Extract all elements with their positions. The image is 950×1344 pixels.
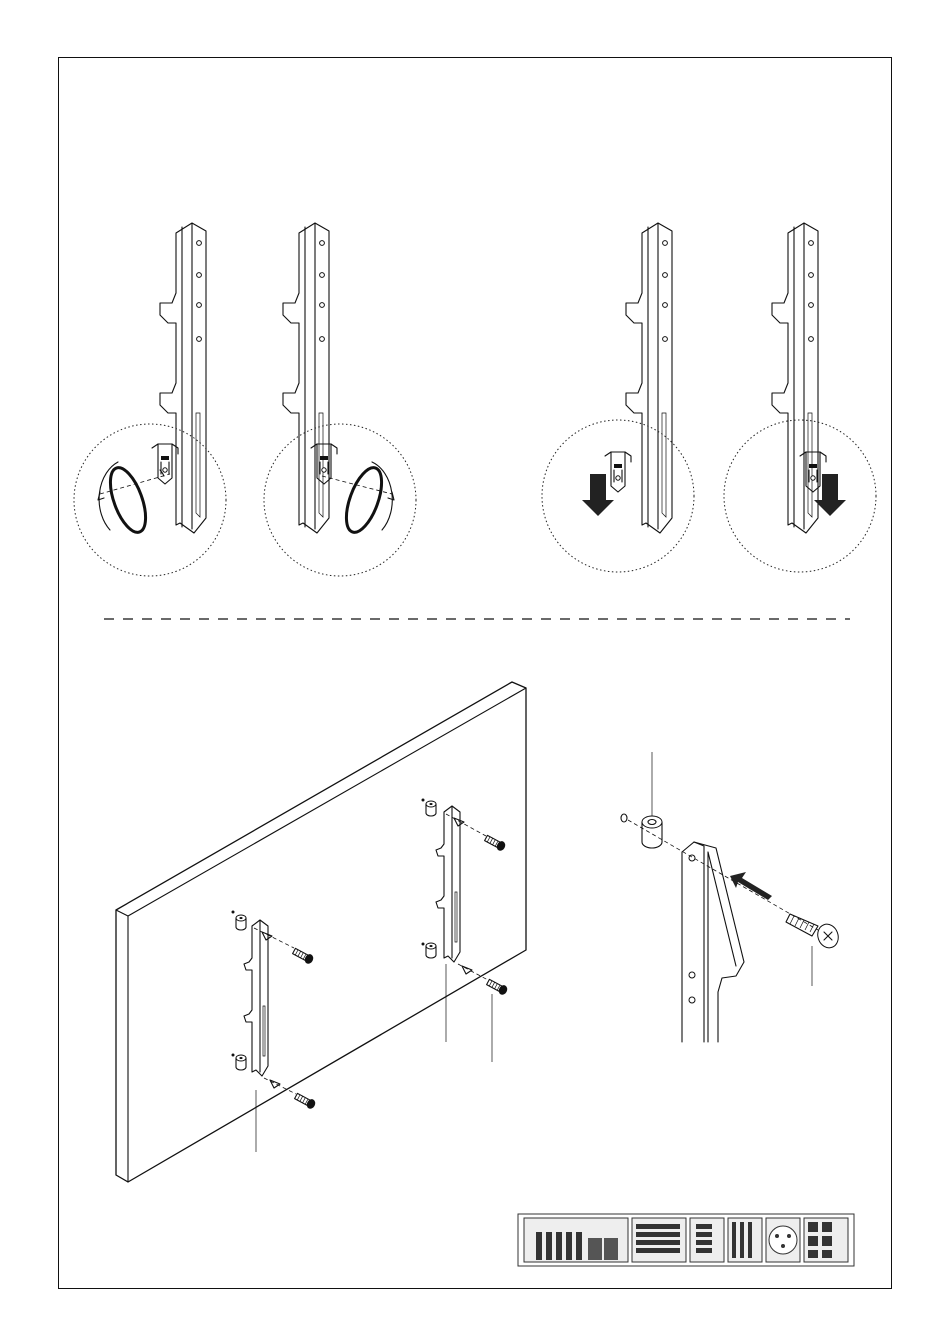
ring-washer [103,463,153,536]
step-1-bracket-rotate [74,223,226,576]
detail-zoom-circle [542,420,694,572]
parts-kit [518,1214,854,1266]
bracket-set-icon [732,1222,752,1258]
rotate-icon [99,462,118,530]
ring-washer [339,463,389,536]
step-2-bracket-rotate [264,223,416,576]
display-panel [116,682,526,1182]
detail-view-mounting [621,752,842,1042]
washer [621,814,627,822]
detail-zoom-circle [724,420,876,572]
down-arrow-icon [582,474,614,516]
down-arrow-icon [814,474,846,516]
detail-zoom-circle [74,424,226,576]
insert-arrow-icon [730,872,772,900]
spacer [642,816,662,848]
step-3-bracket-slide [542,223,694,572]
step-4-bracket-slide [724,223,876,572]
rotate-icon [372,462,392,530]
washer-icon [769,1226,797,1254]
screw [786,914,842,951]
